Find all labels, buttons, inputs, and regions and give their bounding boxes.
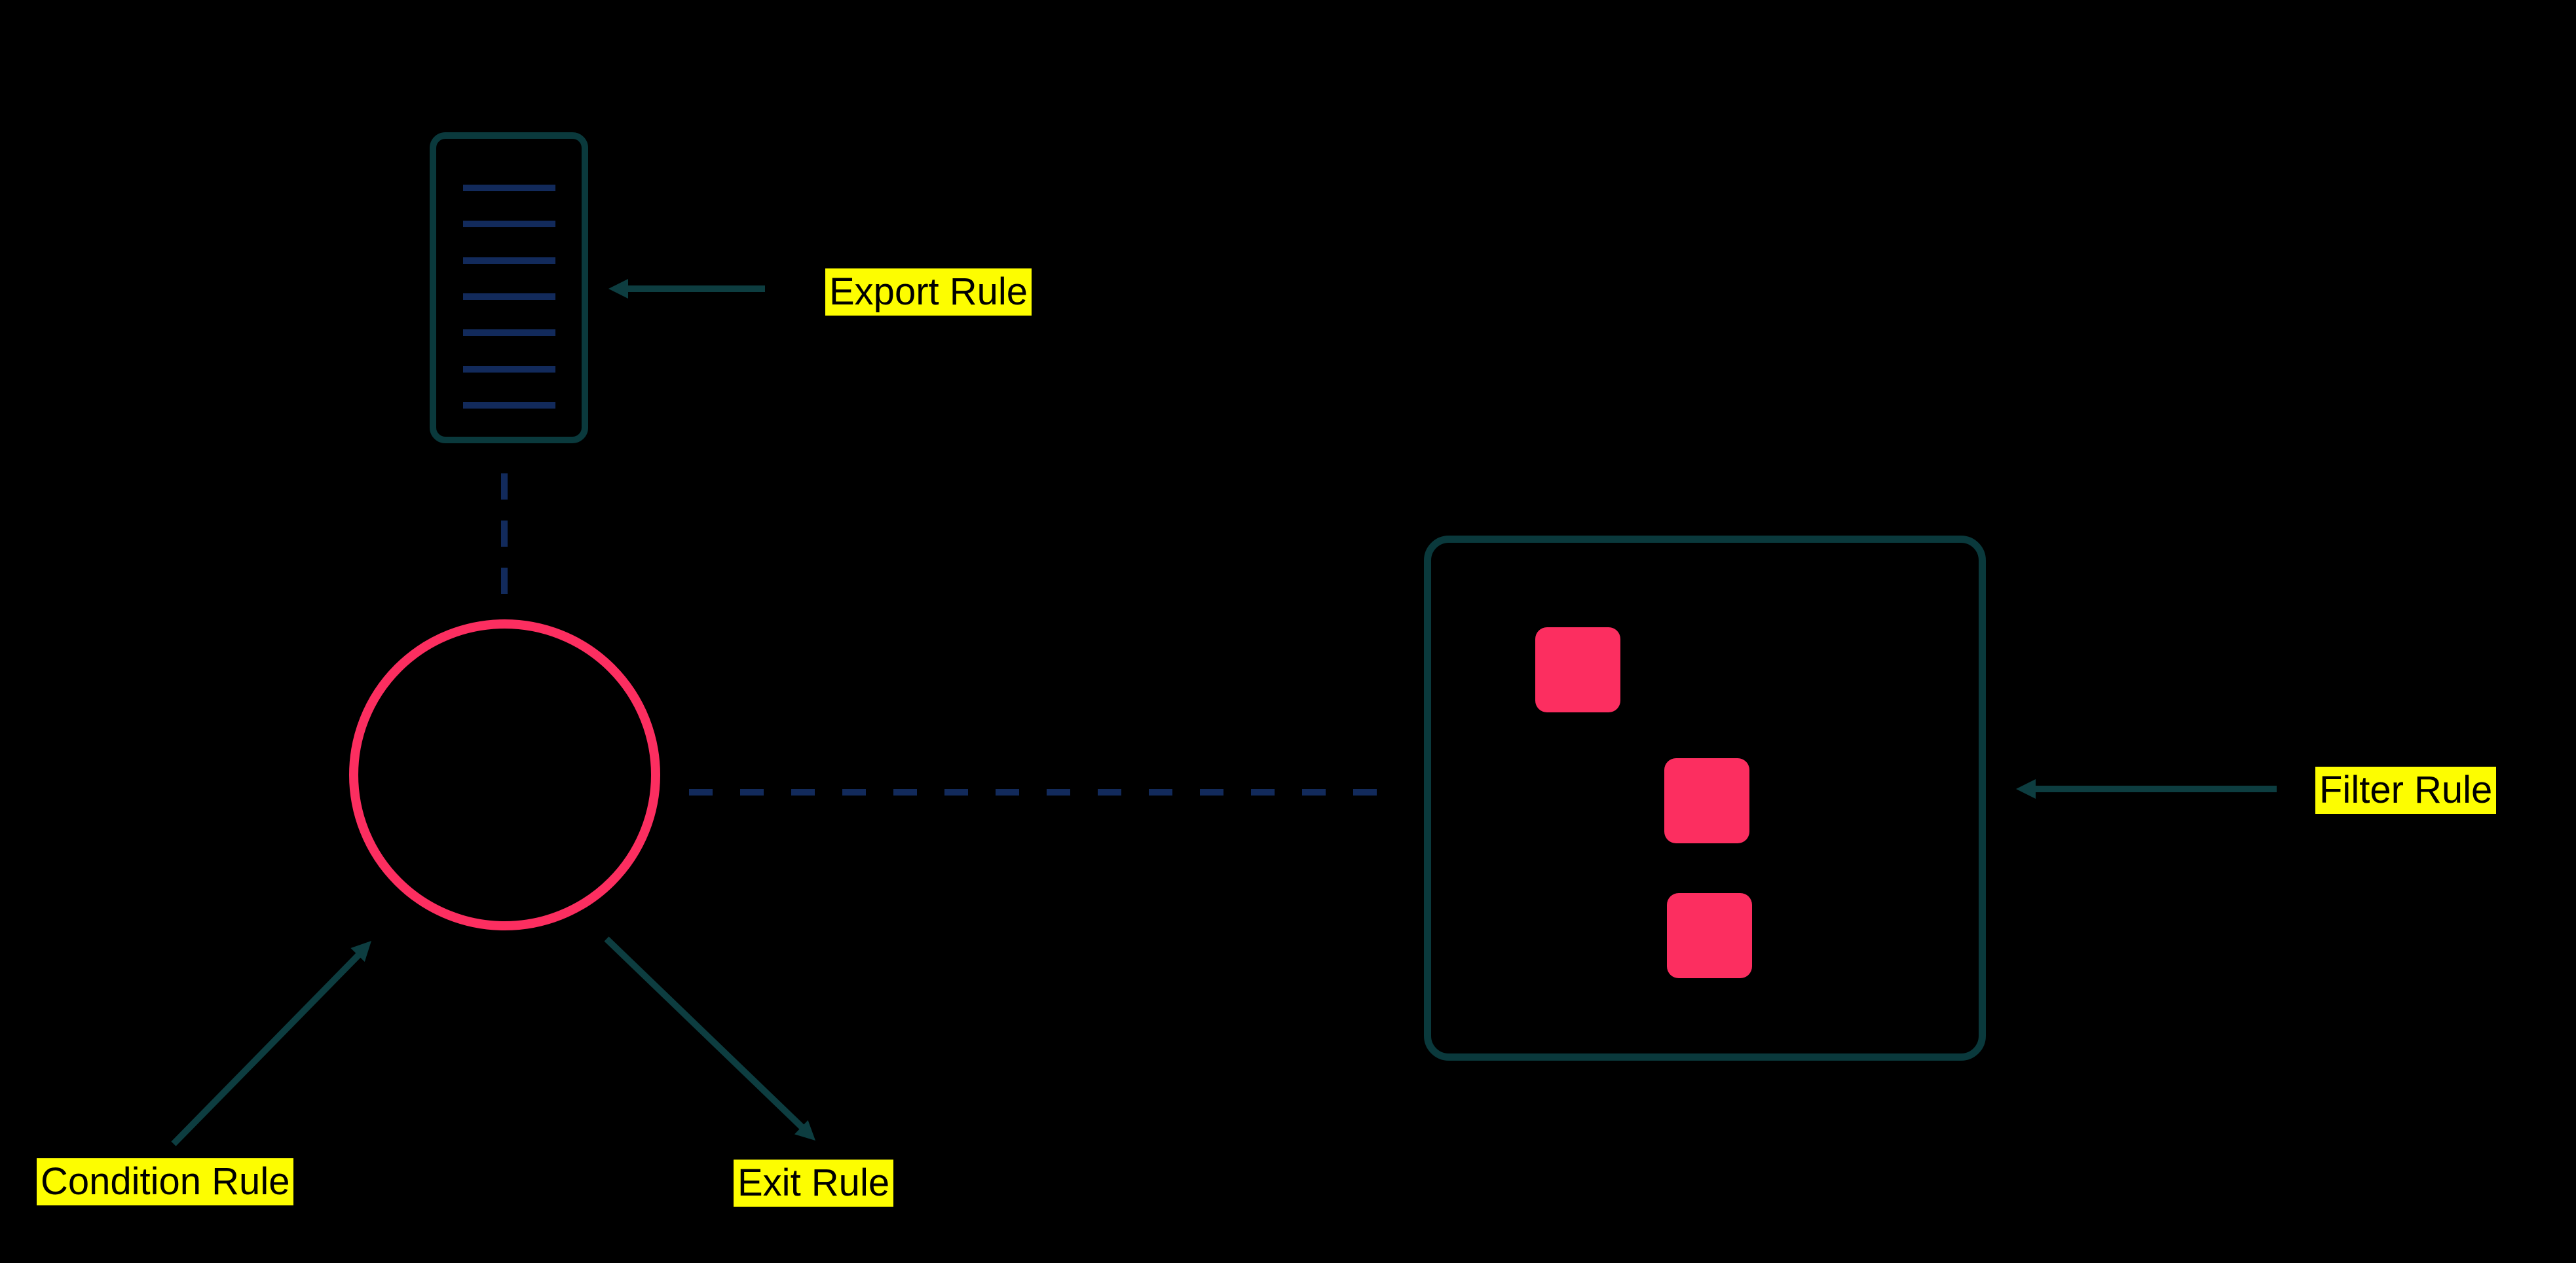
list-line <box>462 401 555 409</box>
filter-box-node <box>1424 536 1986 1061</box>
list-lines <box>436 185 582 409</box>
condition-rule-label: Condition Rule <box>37 1158 294 1205</box>
condition-circle-node <box>349 619 660 930</box>
condition-rule-arrow <box>171 941 371 1146</box>
export-list-node <box>430 132 588 443</box>
filter-item-square <box>1664 758 1749 843</box>
list-line <box>462 221 555 228</box>
filter-item-square <box>1667 893 1752 978</box>
exit-rule-arrow <box>604 936 815 1141</box>
list-line <box>462 185 555 191</box>
filter-item-square <box>1535 627 1620 712</box>
list-line <box>462 329 555 337</box>
export-rule-label: Export Rule <box>825 268 1032 316</box>
list-line <box>462 257 555 264</box>
list-line <box>462 293 555 300</box>
filter-rule-label: Filter Rule <box>2315 767 2497 814</box>
exit-rule-label: Exit Rule <box>734 1160 894 1207</box>
filter-rule-arrow <box>2016 779 2277 799</box>
export-rule-arrow <box>608 279 765 299</box>
list-line <box>462 365 555 373</box>
